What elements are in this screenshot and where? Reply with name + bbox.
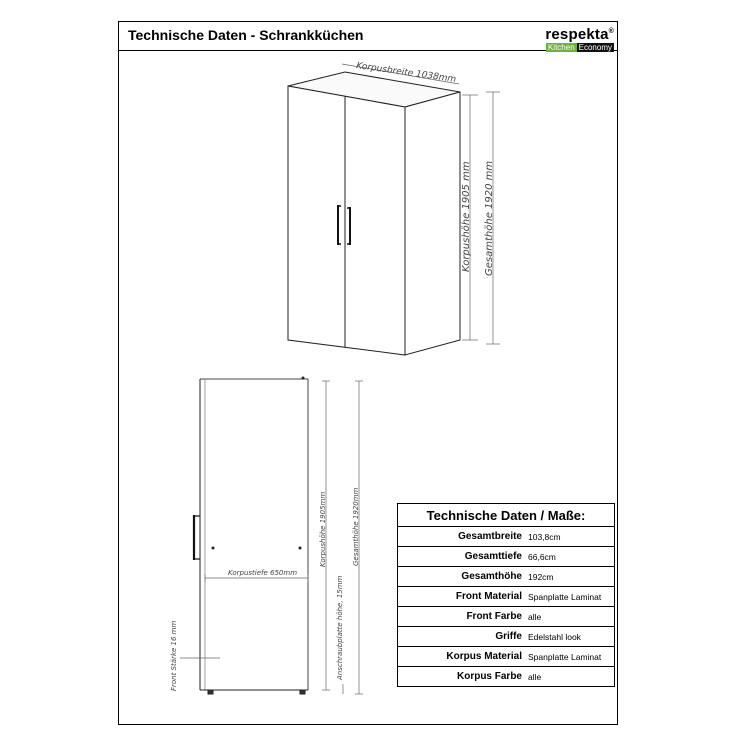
front-body-height-label: Korpushöhe 1905 mm: [461, 161, 472, 272]
spec-value: Edelstahl look: [524, 626, 615, 647]
spec-row: Korpus Farbe alle: [397, 666, 615, 687]
spec-table-heading: Technische Daten / Maße:: [397, 503, 615, 527]
brand-name: respekta®: [545, 26, 614, 43]
spec-value: 192cm: [524, 566, 615, 587]
side-total-height-label: Gesamthöhe 1920mm: [352, 487, 360, 566]
spec-value: Spanplatte Laminat: [524, 586, 615, 607]
spec-label: Front Farbe: [397, 606, 524, 627]
cabinet-front-view: [287, 63, 500, 356]
spec-row: Griffe Edelstahl look: [397, 626, 615, 647]
width-dimension-line: [341, 63, 460, 85]
spec-label: Griffe: [397, 626, 524, 647]
document-header: Technische Daten - Schrankküchen respekt…: [118, 21, 618, 52]
document-frame: [118, 21, 618, 725]
spec-row: Front Farbe alle: [397, 606, 615, 627]
side-depth-label: Korpustiefe 650mm: [228, 569, 297, 577]
side-body-height-label: Korpushöhe 1905mm: [319, 492, 327, 567]
spec-row: Gesamttiefe 66,6cm: [397, 546, 615, 567]
spec-label: Gesamtbreite: [397, 526, 524, 547]
spec-row: Korpus Material Spanplatte Laminat: [397, 646, 615, 667]
document-title: Technische Daten - Schrankküchen: [128, 27, 364, 43]
cabinet-side-face: [404, 91, 461, 356]
side-foot-back: [299, 689, 306, 695]
spec-value: Spanplatte Laminat: [524, 646, 615, 667]
spec-label: Korpus Farbe: [397, 666, 524, 687]
spec-value: alle: [524, 666, 615, 687]
side-plinth-label: Anschraubplatte höhe, 15mm: [336, 575, 344, 681]
brand-kitchen: Kitchen: [545, 43, 577, 52]
spec-label: Gesamttiefe: [397, 546, 524, 567]
side-foot-front: [207, 689, 214, 695]
spec-label: Front Material: [397, 586, 524, 607]
spec-label: Gesamthöhe: [397, 566, 524, 587]
spec-value: 66,6cm: [524, 546, 615, 567]
side-front-thickness-label: Front Stärke 16 mm: [170, 621, 178, 691]
brand-logo: respekta® Kitchen Economy: [545, 24, 614, 52]
spec-row: Front Material Spanplatte Laminat: [397, 586, 615, 607]
cabinet-front-face: [287, 85, 406, 356]
brand-economy: Economy: [576, 43, 614, 52]
spec-label: Korpus Material: [397, 646, 524, 667]
cabinet-side-view: [180, 376, 363, 695]
spec-value: alle: [524, 606, 615, 627]
spec-row: Gesamthöhe 192cm: [397, 566, 615, 587]
spec-table: Technische Daten / Maße: Gesamtbreite 10…: [397, 503, 615, 687]
front-total-height-label: Gesamthöhe 1920 mm: [484, 161, 495, 276]
spec-table-heading-row: Technische Daten / Maße:: [397, 503, 615, 527]
spec-row: Gesamtbreite 103,8cm: [397, 526, 615, 547]
brand-subline: Kitchen Economy: [545, 43, 614, 52]
spec-value: 103,8cm: [524, 526, 615, 547]
